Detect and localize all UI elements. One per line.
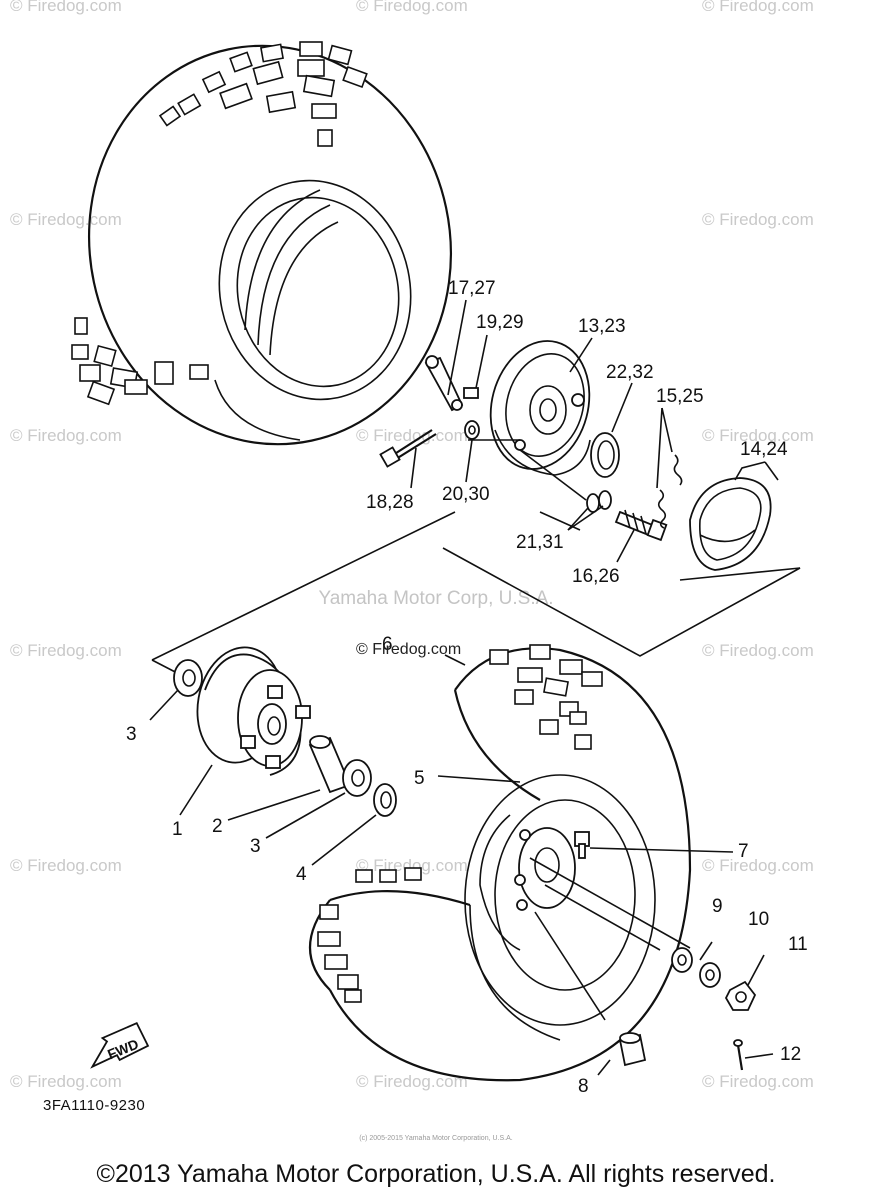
watermark: © Firedog.com bbox=[702, 0, 814, 15]
watermark: © Firedog.com bbox=[10, 210, 122, 229]
tread-lugs-bottom bbox=[317, 644, 603, 1003]
watermark: © Firedog.com bbox=[702, 210, 814, 229]
label-3b: 3 bbox=[250, 836, 261, 857]
label-12: 12 bbox=[780, 1044, 801, 1065]
tire-bottom bbox=[309, 644, 692, 1082]
tiny-notice: (c) 2005-2015 Yamaha Motor Corporation, … bbox=[359, 1135, 513, 1142]
copyright-notice: ©2013 Yamaha Motor Corporation, U.S.A. A… bbox=[96, 1160, 776, 1188]
label-13-23: 13,23 bbox=[578, 316, 626, 337]
assembly-outline bbox=[151, 511, 801, 661]
diagram-code: 3FA1110-9230 bbox=[43, 1097, 146, 1114]
watermark: © Firedog.com bbox=[702, 1072, 814, 1091]
bearing-3-right bbox=[342, 759, 372, 797]
label-14-24: 14,24 bbox=[740, 439, 788, 460]
label-11: 11 bbox=[788, 934, 808, 955]
watermark: © Firedog.com bbox=[356, 0, 468, 15]
label-5: 5 bbox=[414, 768, 425, 789]
brake-cam-lever bbox=[424, 355, 464, 412]
watermark: © Firedog.com bbox=[702, 426, 814, 445]
washer-20 bbox=[464, 420, 480, 440]
bearing-3-left bbox=[173, 659, 203, 697]
nut-19 bbox=[463, 387, 479, 399]
label-4: 4 bbox=[296, 864, 307, 885]
label-22-32: 22,32 bbox=[606, 362, 654, 383]
nut-8 bbox=[618, 1032, 647, 1067]
leader-lines-bottom bbox=[149, 654, 774, 1076]
label-21-31: 21,31 bbox=[516, 532, 564, 553]
watermark: © Firedog.com bbox=[702, 641, 814, 660]
label-7: 7 bbox=[738, 841, 749, 862]
part-labels: 17,27 19,29 13,23 22,32 15,25 14,24 18,2… bbox=[126, 278, 808, 1097]
seal-4 bbox=[373, 783, 397, 817]
nut-11 bbox=[724, 980, 757, 1011]
brake-camshaft-16 bbox=[614, 509, 668, 542]
watermark: © Firedog.com bbox=[10, 856, 122, 875]
watermark: © Firedog.com bbox=[10, 1072, 122, 1091]
label-6: 6 bbox=[382, 634, 393, 655]
oil-seal-22 bbox=[590, 432, 620, 478]
label-17-27: 17,27 bbox=[448, 278, 496, 299]
tread-lugs bbox=[71, 41, 368, 406]
washer-9 bbox=[671, 947, 693, 973]
label-15-25: 15,25 bbox=[656, 386, 704, 407]
valve-stem-7 bbox=[574, 831, 590, 859]
watermark: © Firedog.com bbox=[356, 426, 468, 445]
label-10: 10 bbox=[748, 909, 769, 930]
bolt-18 bbox=[379, 429, 437, 468]
tire-top bbox=[71, 41, 453, 446]
brake-shoes-14 bbox=[689, 477, 772, 571]
leader-lines-top bbox=[410, 299, 779, 563]
label-9: 9 bbox=[712, 896, 723, 917]
label-3a: 3 bbox=[126, 724, 137, 745]
label-8: 8 bbox=[578, 1076, 589, 1097]
watermark: © Firedog.com bbox=[10, 641, 122, 660]
label-20-30: 20,30 bbox=[442, 484, 490, 505]
label-1: 1 bbox=[172, 819, 183, 840]
center-watermark: Yamaha Motor Corp, U.S.A. bbox=[318, 588, 554, 609]
fwd-arrow: FWD bbox=[90, 1021, 150, 1069]
springs-15 bbox=[657, 454, 683, 529]
washer-10 bbox=[699, 962, 721, 988]
watermark: © Firedog.com bbox=[10, 0, 122, 15]
watermark: © Firedog.com bbox=[10, 426, 122, 445]
label-19-29: 19,29 bbox=[476, 312, 524, 333]
cotter-pin-12 bbox=[733, 1039, 744, 1071]
label-2: 2 bbox=[212, 816, 223, 837]
o-rings-21 bbox=[586, 490, 612, 513]
label-18-28: 18,28 bbox=[366, 492, 414, 513]
hub-1 bbox=[196, 646, 311, 776]
watermark: © Firedog.com bbox=[702, 856, 814, 875]
watermark: © Firedog.com bbox=[356, 1072, 468, 1091]
label-16-26: 16,26 bbox=[572, 566, 620, 587]
brake-shoe-plate bbox=[489, 340, 591, 476]
spacer-2 bbox=[308, 735, 352, 794]
watermark: © Firedog.com bbox=[356, 641, 462, 658]
